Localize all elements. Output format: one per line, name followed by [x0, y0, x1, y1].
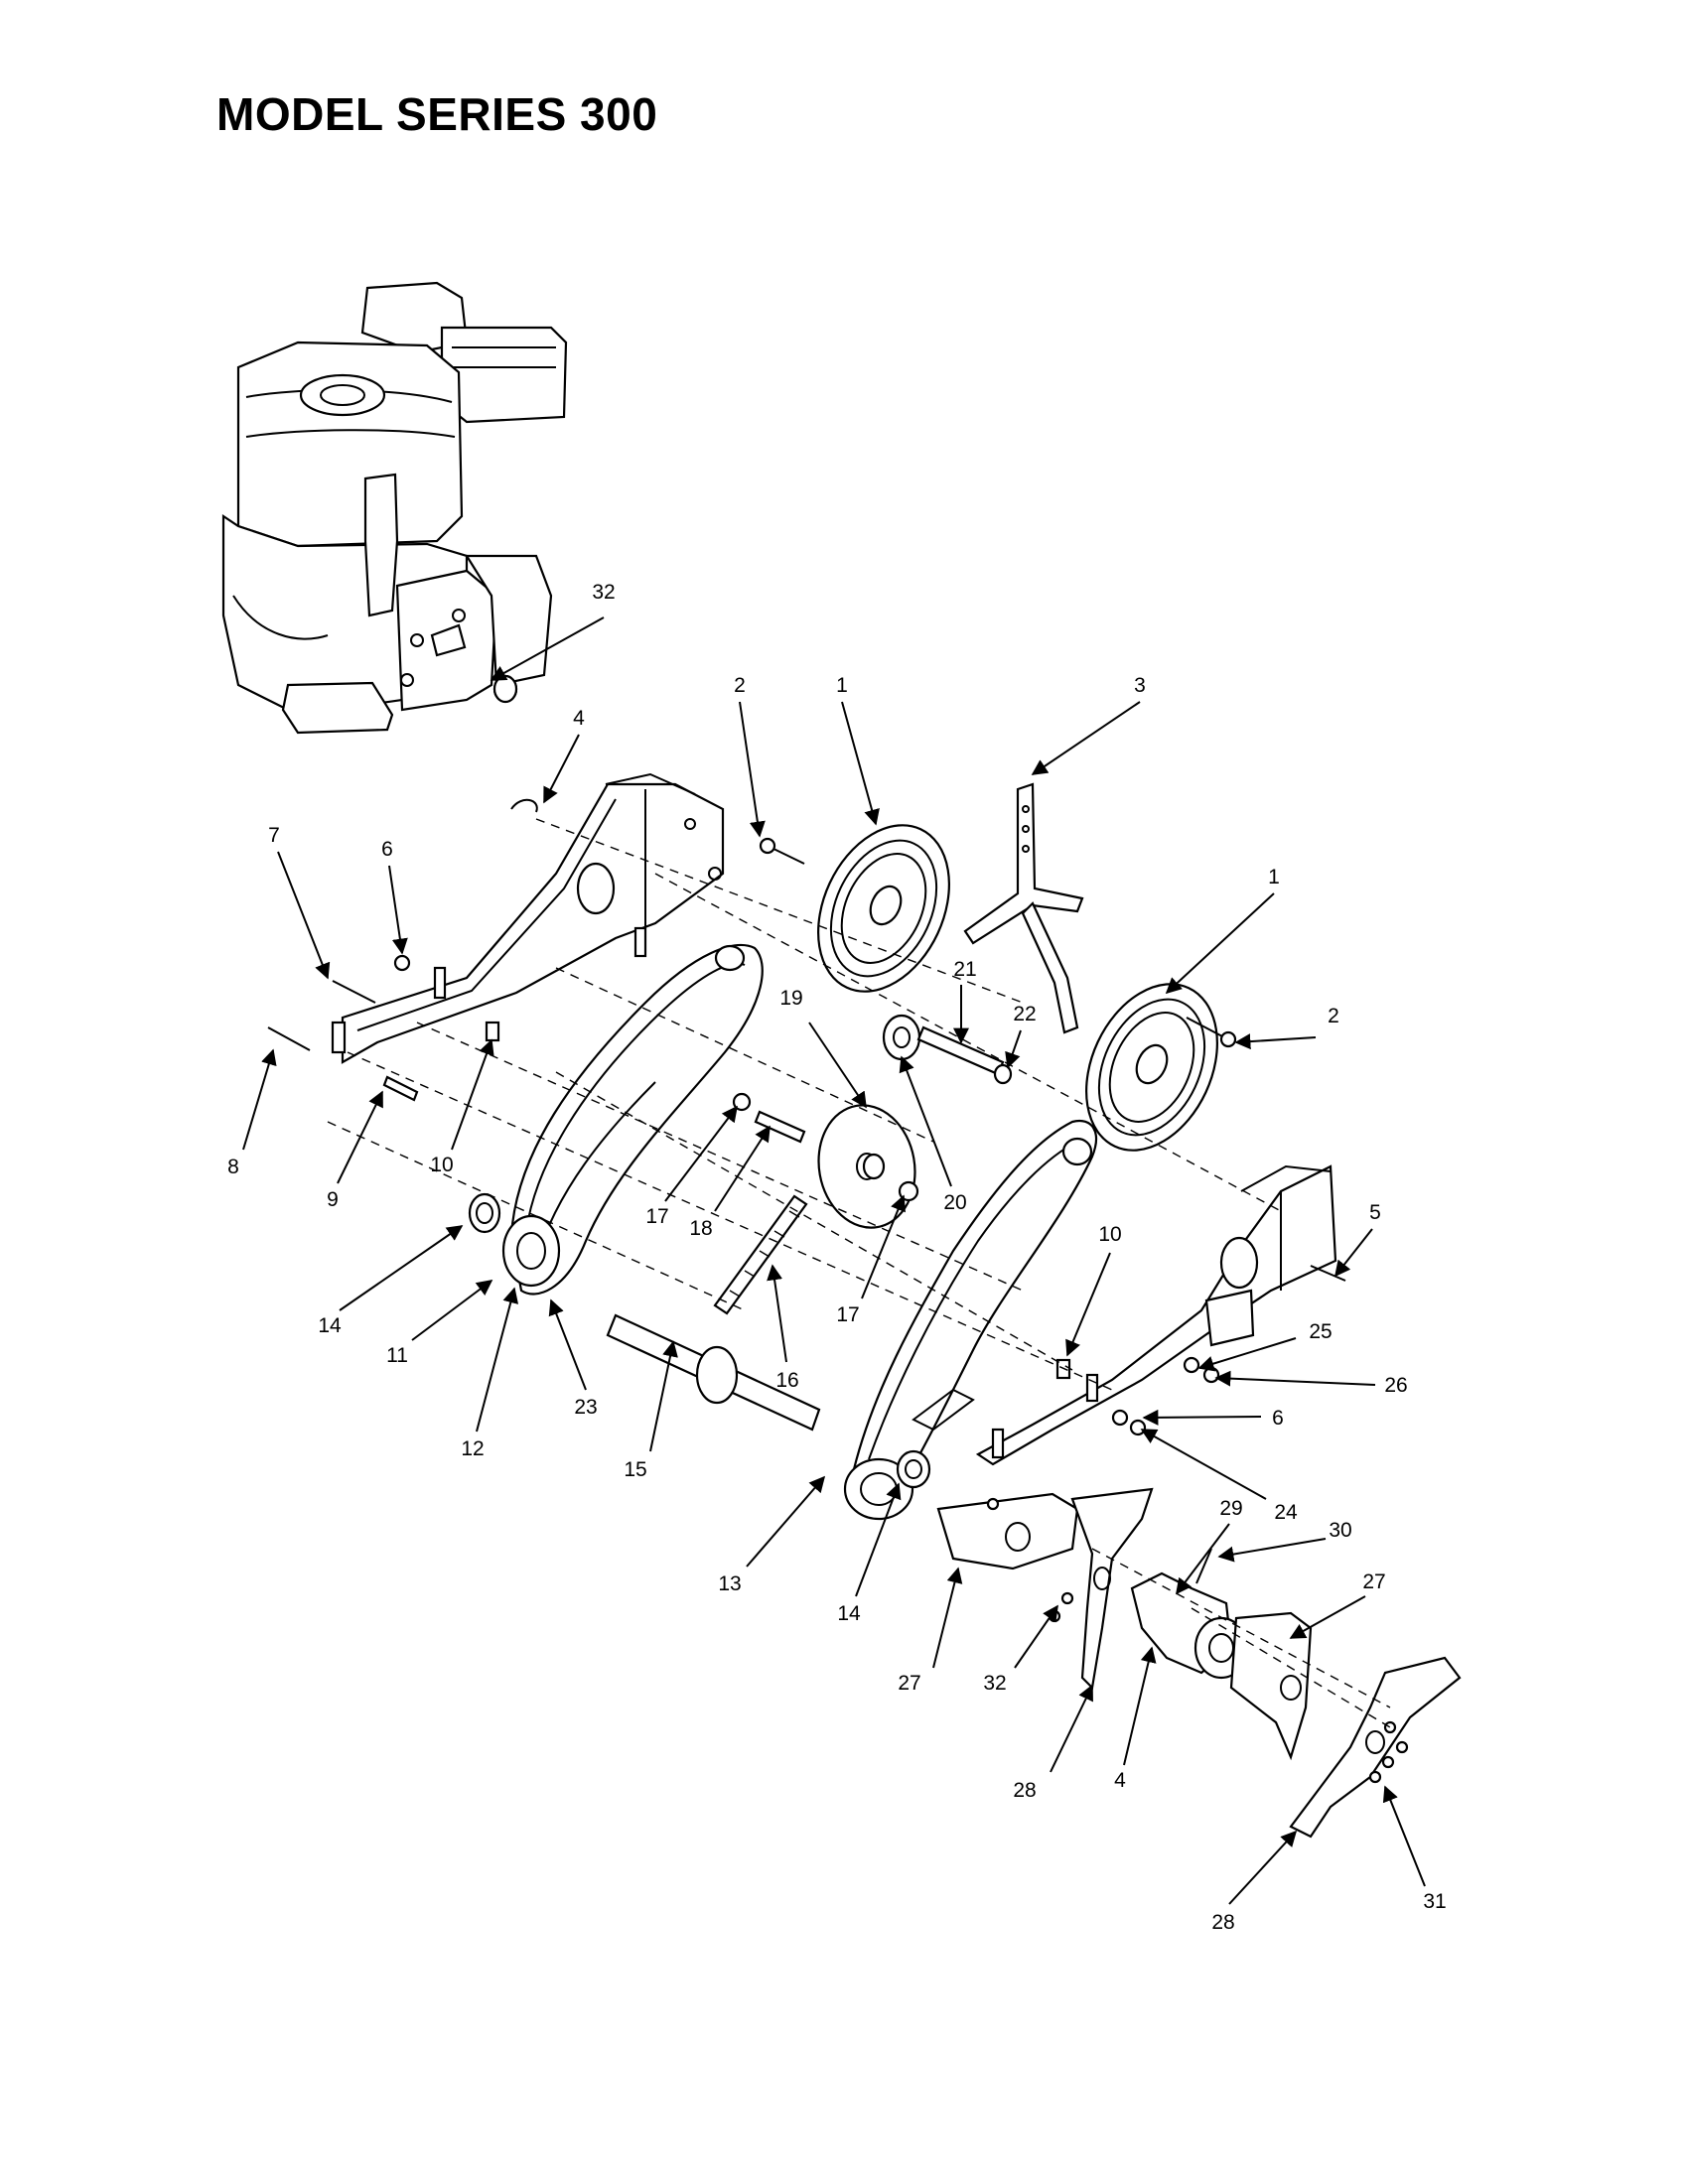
tine-assembly	[936, 1487, 1462, 1839]
callout-11: 11	[386, 1344, 408, 1367]
callout-28-left: 28	[1013, 1779, 1036, 1802]
pin-9	[382, 1075, 419, 1102]
callout-24: 24	[1274, 1501, 1298, 1524]
washer-6-right	[1111, 1409, 1129, 1427]
callout-14-left: 14	[318, 1314, 342, 1337]
callout-28-right: 28	[1211, 1911, 1234, 1934]
small-sprocket-top	[882, 1014, 921, 1061]
callout-26: 26	[1384, 1374, 1407, 1397]
pin-30	[1195, 1548, 1212, 1584]
tine-27-right	[1229, 1611, 1313, 1761]
engine	[221, 281, 568, 735]
bolt-7	[332, 980, 376, 1004]
washer-17-top	[732, 1092, 752, 1112]
callout-17-left: 17	[645, 1205, 668, 1228]
callout-23: 23	[574, 1396, 597, 1419]
callout-6-left: 6	[381, 838, 393, 861]
callout-18: 18	[689, 1217, 712, 1240]
pin-10-left	[485, 1021, 500, 1042]
washer-6-left	[393, 954, 411, 972]
callout-20: 20	[943, 1191, 966, 1214]
bearing-14-left	[468, 1192, 501, 1234]
callout-4-bottom: 4	[1114, 1769, 1126, 1792]
callout-27-left: 27	[898, 1672, 920, 1695]
callout-12: 12	[461, 1437, 484, 1460]
bearing-14-right	[896, 1449, 931, 1489]
callout-4-top: 4	[573, 707, 585, 730]
clip-4	[510, 798, 538, 813]
axle-shaft-15	[606, 1313, 821, 1432]
bearing-22	[993, 1063, 1013, 1085]
callout-31: 31	[1423, 1890, 1446, 1913]
callout-32-bottom: 32	[983, 1672, 1006, 1695]
callout-6-right: 6	[1272, 1407, 1284, 1430]
tine-27-left	[936, 1492, 1079, 1570]
page-title: MODEL SERIES 300	[216, 88, 658, 140]
right-fender-frame	[975, 1164, 1337, 1466]
tine-28-right	[1289, 1656, 1462, 1839]
callout-16: 16	[775, 1369, 798, 1392]
wheel-bracket	[963, 782, 1084, 1034]
nut-24	[1129, 1419, 1147, 1436]
callout-27-right: 27	[1362, 1570, 1385, 1593]
callout-10-left: 10	[430, 1154, 453, 1176]
callout-30: 30	[1329, 1519, 1351, 1542]
washer-25	[1183, 1356, 1200, 1374]
callout-2-left: 2	[734, 674, 746, 697]
wheel-right	[1085, 983, 1218, 1152]
callout-5: 5	[1369, 1201, 1381, 1224]
callout-2-right: 2	[1328, 1005, 1339, 1027]
callout-22: 22	[1013, 1003, 1036, 1025]
callout-14-right: 14	[837, 1602, 861, 1625]
tine-28-left	[1070, 1487, 1154, 1691]
callout-17-right: 17	[836, 1303, 859, 1326]
left-chain-case	[501, 944, 764, 1296]
callout-3: 3	[1134, 674, 1146, 697]
callout-labels: 32 4 2 1 3 1 2 5 7 6 8 9 10 14 11 12 23 …	[227, 581, 1447, 1934]
wheel-left	[817, 824, 950, 993]
callout-32-engine: 32	[592, 581, 615, 604]
callout-1-right: 1	[1268, 866, 1280, 888]
drive-chain	[713, 1194, 808, 1315]
pin-5	[1310, 1265, 1346, 1282]
callout-15: 15	[624, 1458, 646, 1481]
callout-21: 21	[953, 958, 976, 981]
callout-29: 29	[1219, 1497, 1242, 1520]
callout-25: 25	[1309, 1320, 1332, 1343]
callout-10-right: 10	[1098, 1223, 1121, 1246]
callout-19: 19	[779, 987, 802, 1010]
callout-9: 9	[327, 1188, 339, 1211]
bolt-8	[267, 1026, 311, 1051]
nut-26	[1202, 1366, 1220, 1384]
bearing-32-engine	[492, 674, 518, 704]
bolt-2-left	[759, 837, 805, 865]
large-sprocket	[817, 1104, 916, 1229]
callout-8: 8	[227, 1156, 239, 1178]
callout-13: 13	[718, 1572, 741, 1595]
leader-arrows	[242, 616, 1426, 1905]
callout-7: 7	[268, 824, 280, 847]
pin-18	[754, 1110, 806, 1144]
callout-1-left: 1	[836, 674, 848, 697]
